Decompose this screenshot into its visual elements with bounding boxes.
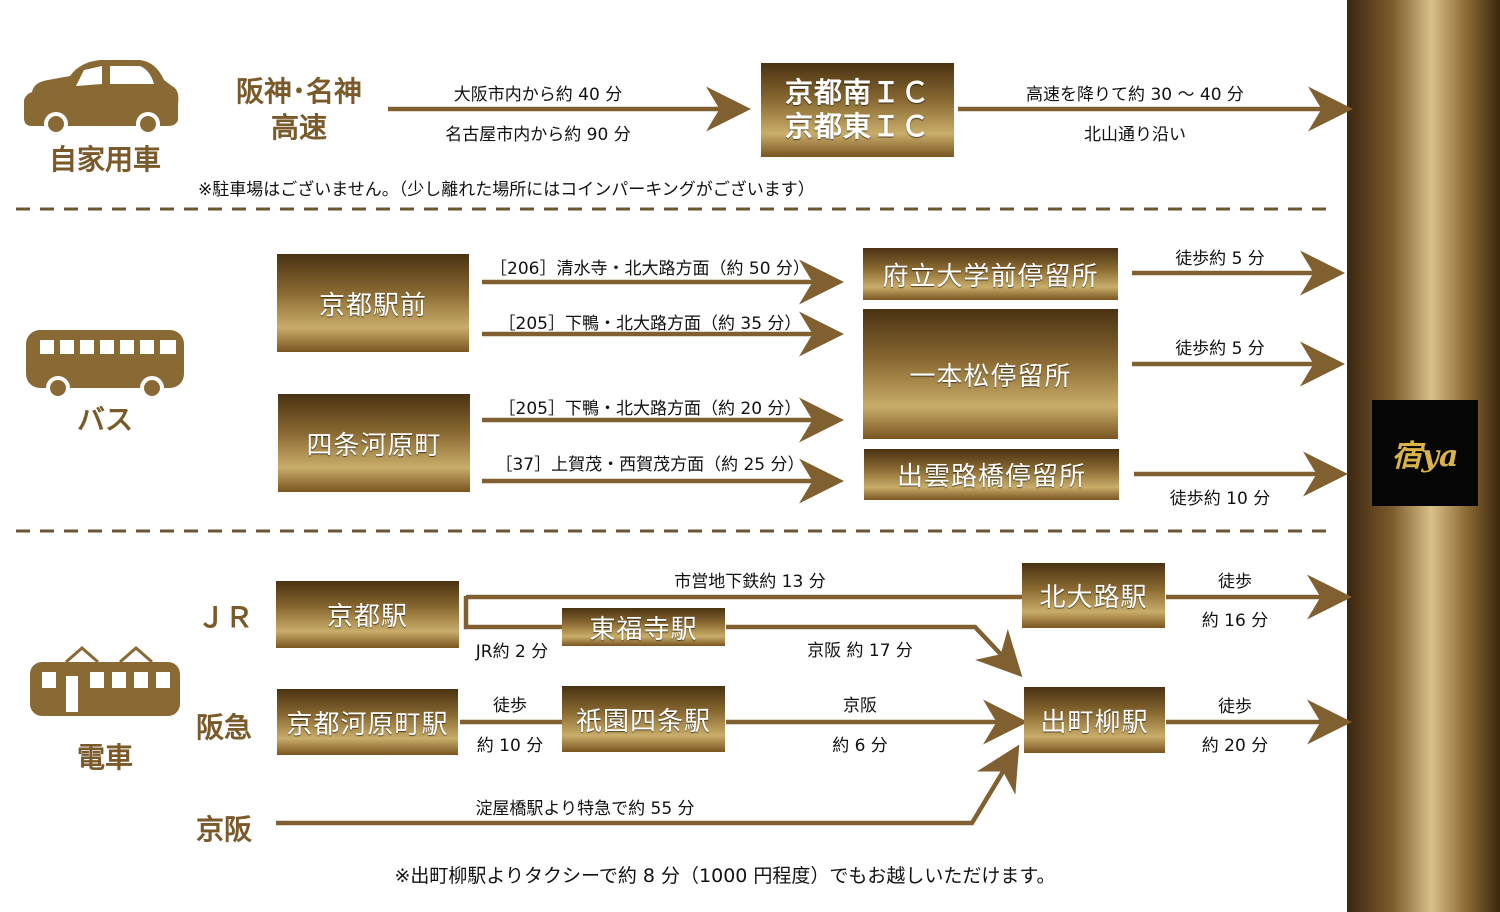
yodoyabashi-leg: 淀屋橋駅より特急で約 55 分: [475, 799, 695, 819]
category-car-label: 自家用車: [48, 143, 161, 176]
station-label: 京都河原町駅: [286, 709, 449, 740]
bus-origin-label: 京都駅前: [318, 290, 427, 321]
line-jr: [463, 596, 562, 630]
hankyu-walk-bottom: 約 10 分: [476, 736, 544, 756]
station-label: 京都駅: [326, 602, 408, 632]
car-leg1-top: 大阪市内から約 40 分: [453, 85, 623, 105]
demachi-walk-top: 徒歩: [1218, 697, 1252, 717]
interchange-label: 京都南ＩＣ 京都東ＩＣ: [784, 76, 930, 143]
gion-keihan-bottom: 約 6 分: [832, 736, 888, 756]
station-gion-shijo: 祇園四条駅: [562, 686, 725, 752]
arrow-keihan-17: [726, 624, 1023, 678]
bus-origin-kyoto-station: 京都駅前: [277, 254, 469, 352]
car-leg2-top: 高速を降りて約 30 〜 40 分: [1026, 85, 1244, 105]
line-keihan-label: 京阪: [195, 813, 252, 846]
taxi-note: ※出町柳駅よりタクシーで約 8 分（1000 円程度）でもお越しいただけます。: [394, 865, 1056, 887]
interchange-box: 京都南ＩＣ 京都東ＩＣ: [761, 63, 954, 157]
car-icon: [24, 60, 179, 136]
station-kyoto-kawaramachi: 京都河原町駅: [277, 689, 458, 755]
car-origin-label: 阪神･名神 高速: [235, 75, 362, 144]
bus-stop-izumojibashi: 出雲路橋停留所: [864, 449, 1119, 500]
parking-note: ※駐車場はございません。（少し離れた場所にはコインパーキングがございます）: [198, 180, 815, 200]
station-kyoto: 京都駅: [276, 581, 459, 648]
demachi-walk-bottom: 約 20 分: [1201, 736, 1269, 756]
line-hankyu-label: 阪急: [195, 711, 252, 744]
category-bus-label: バス: [76, 403, 133, 436]
kitaoji-walk-top: 徒歩: [1218, 572, 1252, 592]
station-tofukuji: 東福寺駅: [562, 608, 725, 646]
inn-logo: 宿ya: [1372, 400, 1478, 506]
station-kitaoji: 北大路駅: [1022, 563, 1165, 628]
category-train-label: 電車: [76, 741, 133, 774]
car-leg2-bottom: 北山通り沿い: [1084, 125, 1186, 145]
station-label: 北大路駅: [1039, 583, 1148, 613]
bus-walk-2: 徒歩約 5 分: [1175, 339, 1265, 359]
line-jr-label: ＪＲ: [196, 601, 253, 634]
bus-origin-label: 四条河原町: [306, 430, 442, 461]
bus-route-37: ［37］上賀茂・西賀茂方面（約 25 分）: [495, 455, 805, 475]
kitaoji-walk-bottom: 約 16 分: [1201, 611, 1269, 631]
bus-icon: [26, 330, 184, 400]
bus-route-205b: ［205］下鴨・北大路方面（約 20 分）: [498, 399, 802, 419]
bus-stop-label: 一本松停留所: [909, 361, 1072, 392]
keihan-17-leg: 京阪 約 17 分: [807, 641, 913, 661]
bus-stop-furitsu-daigaku: 府立大学前停留所: [863, 248, 1118, 300]
bus-route-205a: ［205］下鴨・北大路方面（約 35 分）: [498, 314, 802, 334]
subway-leg: 市営地下鉄約 13 分: [674, 572, 826, 592]
hankyu-walk-top: 徒歩: [493, 696, 527, 716]
train-icon: [30, 646, 180, 716]
bus-stop-label: 府立大学前停留所: [882, 261, 1099, 292]
station-label: 祇園四条駅: [575, 706, 711, 737]
bus-walk-1: 徒歩約 5 分: [1175, 249, 1265, 269]
bus-route-206: ［206］清水寺・北大路方面（約 50 分）: [490, 259, 810, 279]
station-label: 東福寺駅: [589, 614, 698, 645]
logo-text: 宿ya: [1391, 439, 1459, 474]
station-label: 出町柳駅: [1040, 707, 1149, 738]
station-demachiyanagi: 出町柳駅: [1024, 687, 1165, 753]
gion-keihan-top: 京阪: [843, 696, 877, 716]
bus-stop-label: 出雲路橋停留所: [896, 462, 1086, 492]
bus-walk-3: 徒歩約 10 分: [1169, 489, 1271, 509]
arrow-yodoyabashi: [276, 744, 1020, 826]
bus-origin-shijo-kawaramachi: 四条河原町: [278, 394, 470, 492]
jr-leg: JR約 2 分: [475, 642, 549, 662]
bus-stop-ipponmatsu: 一本松停留所: [863, 309, 1118, 439]
car-leg1-bottom: 名古屋市内から約 90 分: [445, 125, 631, 145]
